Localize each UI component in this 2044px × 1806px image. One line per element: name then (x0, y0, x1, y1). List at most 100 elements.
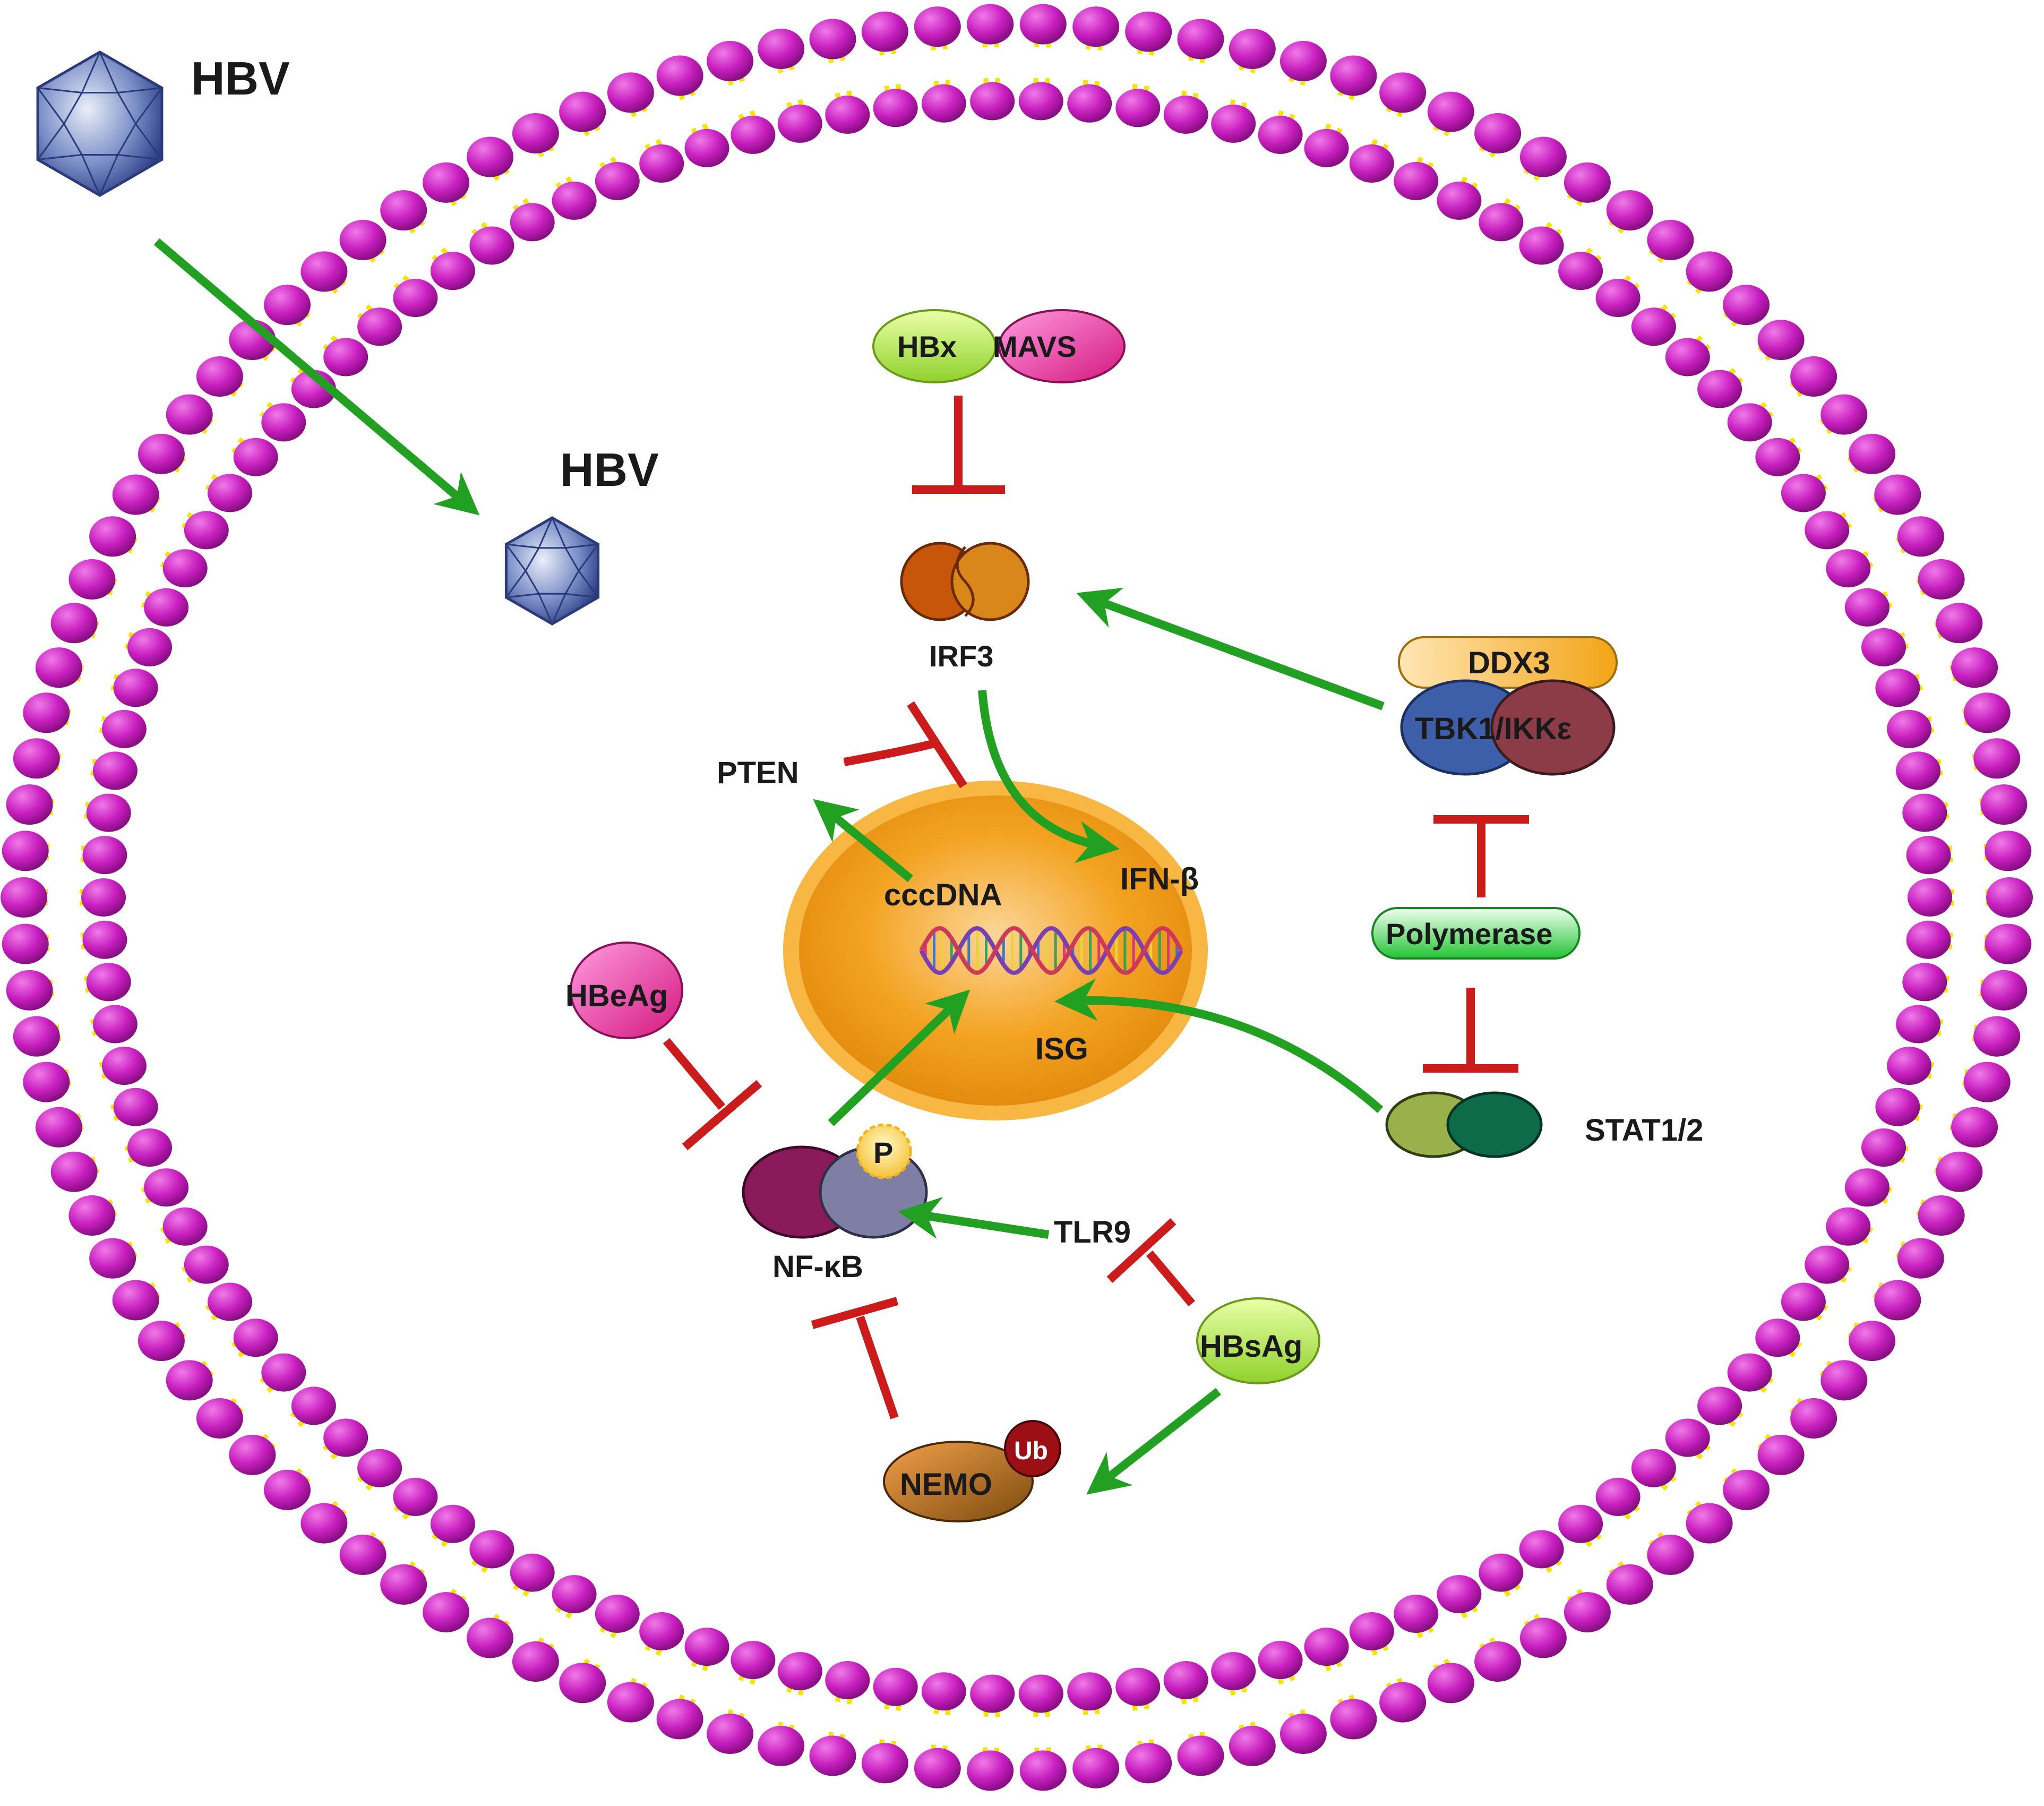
hbx-inhibits-irf3 (912, 396, 1005, 494)
capsid-edge (135, 87, 163, 124)
pten-inhibits-irf3 (843, 701, 967, 789)
capsid-edge (37, 87, 82, 94)
ubiquitin-label: Ub (1014, 1437, 1048, 1465)
lipid-head (552, 181, 597, 220)
tlr9-label: TLR9 (1054, 1215, 1131, 1249)
lipid-head (1755, 1319, 1800, 1357)
ddx3-label: DDX3 (1468, 646, 1550, 680)
lipid-head (264, 285, 311, 326)
lipid-head (1018, 1674, 1063, 1713)
lipid-head (1019, 4, 1067, 45)
capsid-edge (578, 570, 599, 598)
lipid-head (1258, 1641, 1303, 1680)
lipid-head (2, 831, 49, 871)
lipid-head (196, 1398, 243, 1439)
phospho-label: P (873, 1136, 893, 1169)
cccdna-to-pten-arrow (813, 799, 914, 883)
lipid-head (86, 963, 131, 1002)
lipid-head (1163, 1661, 1208, 1699)
polymerase-inhibits-tbk1 (1433, 815, 1529, 897)
lipid-head (1697, 1386, 1742, 1425)
lipid-head (208, 1282, 253, 1321)
lipid-head (68, 1195, 116, 1236)
lipid-head (1211, 1652, 1256, 1691)
lipid-head (1558, 1504, 1603, 1543)
lipid-head (1427, 91, 1474, 132)
lipid-head (1519, 136, 1567, 177)
lipid-head (127, 628, 172, 666)
lipid-head (758, 1726, 805, 1766)
polymerase-protein: Polymerase (1371, 907, 1581, 960)
lipid-head (162, 1207, 208, 1246)
hbx-mavs-complex: HBx MAVS (872, 309, 1126, 383)
capsid-edge (117, 153, 162, 160)
pten-label: PTEN (717, 756, 799, 790)
lipid-head (264, 1469, 311, 1510)
ddx3-tbk1-complex: DDX3 TBK1/IKKε (1398, 636, 1618, 776)
lipid-head (35, 647, 82, 688)
lipid-head (1755, 438, 1800, 476)
lipid-head (1125, 11, 1172, 52)
lipid-head (1963, 1062, 2011, 1102)
lipid-head (233, 438, 278, 476)
lipid-head (23, 1062, 70, 1102)
lipid-head (595, 1595, 640, 1633)
lipid-head (469, 226, 514, 265)
lipid-head (1647, 1535, 1694, 1575)
nemo-protein: NEMO Ub (883, 1420, 1061, 1522)
lipid-head (1379, 1682, 1427, 1723)
lipid-head (13, 1016, 60, 1057)
lipid-head (1067, 1672, 1112, 1711)
irf3-protein: IRF3 (900, 542, 1030, 673)
lipid-head (1887, 709, 1932, 748)
lipid-head (1986, 877, 2033, 918)
lipid-head (357, 1449, 402, 1487)
ikke-subunit (1490, 679, 1616, 776)
lipid-head (1902, 963, 1947, 1002)
lipid-head (112, 1280, 159, 1321)
polymerase-inhibits-stat (1423, 988, 1518, 1073)
lipid-head (1686, 1503, 1733, 1544)
nemo-inhibits-nfkb (811, 1297, 899, 1419)
lipid-head (559, 91, 606, 132)
lipid-head (559, 1663, 606, 1704)
lipid-head (92, 1005, 138, 1043)
lipid-head (1757, 320, 1805, 361)
lipid-head (50, 1151, 98, 1192)
lipid-head (1229, 29, 1276, 69)
lipid-head (101, 709, 147, 748)
lipid-head (430, 252, 475, 290)
lipid-head (1757, 1434, 1805, 1475)
lipid-head (1427, 1663, 1474, 1704)
lipid-head (914, 6, 961, 47)
lipid-head (1177, 19, 1224, 59)
lipid-head (1897, 516, 1944, 557)
lipid-head (1973, 738, 2021, 779)
lipid-head (825, 96, 870, 134)
capsid-edge (135, 123, 163, 160)
lipid-head (467, 1617, 514, 1658)
lipid-head (208, 474, 253, 512)
lipid-head (423, 162, 470, 203)
lipid-head (639, 144, 684, 183)
lipid-head (1018, 82, 1063, 121)
lipid-head (1394, 162, 1439, 200)
lipid-head (1115, 89, 1161, 127)
dna-strand (919, 926, 1183, 975)
lipid-head (1781, 474, 1826, 512)
capsid-edge (506, 593, 539, 598)
lipid-head (1229, 1726, 1276, 1766)
lipid-head (1519, 1617, 1567, 1658)
irf3-to-ifnb-arrow (978, 690, 1120, 863)
lipid-head (13, 738, 60, 779)
mavs-label: MAVS (993, 330, 1077, 363)
lipid-head (1211, 104, 1256, 143)
lipid-head (323, 1418, 368, 1457)
hbsag-to-nemo-arrow (1086, 1388, 1221, 1495)
capsid-edge (37, 87, 65, 124)
lipid-head (1279, 1714, 1327, 1754)
lipid-heads (1, 4, 2033, 1791)
lipid-head (1936, 1151, 1983, 1192)
lipid-head (1896, 751, 1941, 790)
lipid-head (1349, 1612, 1394, 1650)
